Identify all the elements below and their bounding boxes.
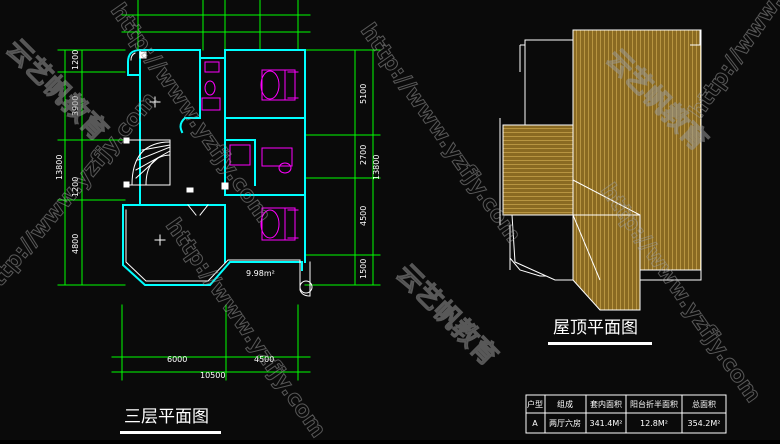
spiral-stair <box>123 137 171 188</box>
table-header-total-area: 总面积 <box>692 399 716 409</box>
dim-right-2: 2700 <box>359 145 368 165</box>
right-dimension-chain <box>304 49 381 286</box>
balcony-outline <box>125 51 313 297</box>
table-header-inner-area: 套内面积 <box>590 399 622 409</box>
roof-plan-title-underline <box>548 342 652 345</box>
floor-plan: 1200 3900 1200 4800 13800 5100 2700 4500… <box>55 0 381 434</box>
top-extension-lines <box>121 0 311 51</box>
floor-plan-title: 三层平面图 <box>124 407 209 427</box>
roof-plan-title: 屋顶平面图 <box>553 318 638 338</box>
dim-bottom-1: 6000 <box>167 355 187 364</box>
dim-right-1: 5100 <box>359 84 368 104</box>
left-dims: 1200 3900 1200 4800 13800 <box>55 50 80 254</box>
dim-right-4: 1500 <box>359 259 368 279</box>
dim-right-total: 13800 <box>372 155 381 180</box>
table-header-balcony-area: 阳台折半面积 <box>630 399 678 409</box>
left-dimension-chain <box>57 49 126 286</box>
roof-planes <box>502 29 702 311</box>
dim-left-4: 4800 <box>71 234 80 254</box>
table-cell-composition: 两厅六房 <box>549 418 581 428</box>
dim-left-3: 1200 <box>71 177 80 197</box>
floor-plan-title-underline <box>120 431 221 434</box>
right-dims: 5100 2700 4500 1500 13800 <box>359 84 381 279</box>
table-cell-total-area: 354.2M² <box>687 419 720 428</box>
dim-left-total: 13800 <box>55 155 64 180</box>
dim-left-1: 1200 <box>71 50 80 70</box>
balcony-area-label: 9.98m² <box>246 269 275 278</box>
bottom-dimension-chain <box>111 304 311 381</box>
table-cell-inner-area: 341.4M² <box>589 419 622 428</box>
table-header-type: 户型 <box>527 399 543 409</box>
dim-right-3: 4500 <box>359 206 368 226</box>
table-header-composition: 组成 <box>557 399 573 409</box>
dim-bottom-2: 4500 <box>254 355 274 364</box>
watermark-brand-3: 云艺帆教育 <box>390 258 504 372</box>
dim-left-2: 3900 <box>71 96 80 116</box>
walls <box>122 48 306 286</box>
table-cell-type: A <box>532 419 538 428</box>
furniture <box>201 61 299 241</box>
bottom-dims: 6000 4500 10500 <box>167 355 274 380</box>
roof-plan: 屋顶平面图 <box>499 29 702 345</box>
dim-bottom-total: 10500 <box>200 371 225 380</box>
area-table: 户型 组成 套内面积 阳台折半面积 总面积 A 两厅六房 341.4M² 12.… <box>525 394 727 434</box>
table-cell-balcony-area: 12.8M² <box>640 419 668 428</box>
